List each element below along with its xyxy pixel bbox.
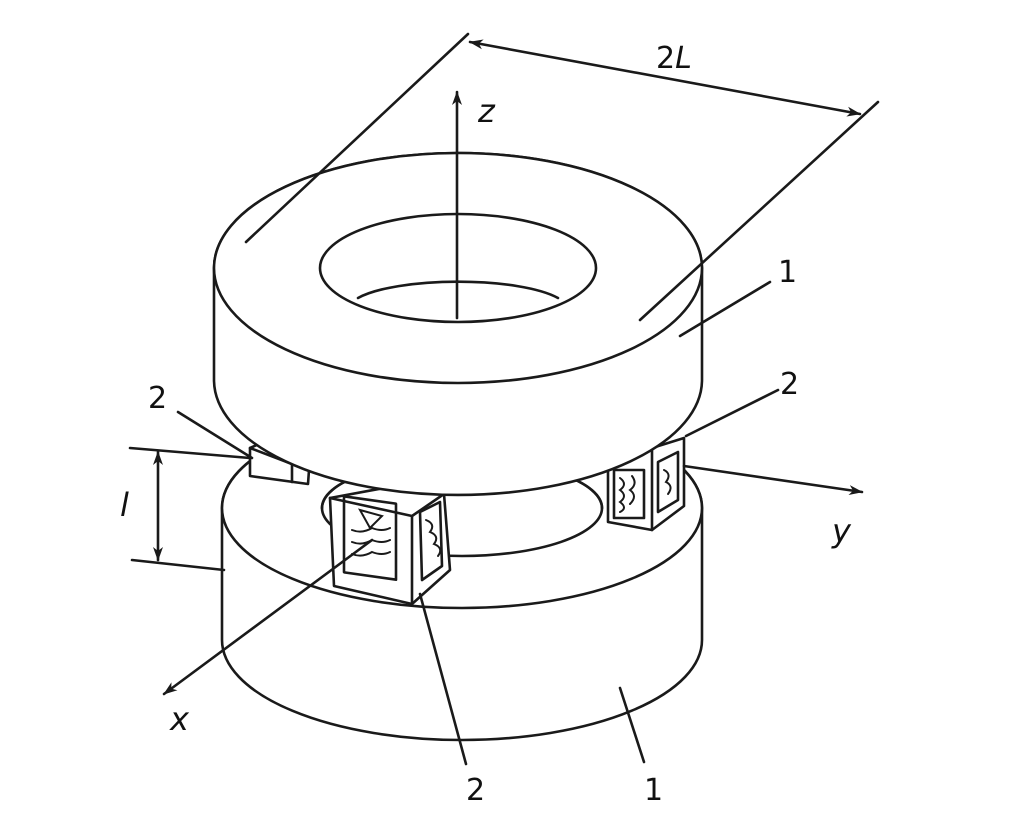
label-y: y (831, 512, 852, 550)
label-ring-top: 1 (778, 255, 797, 290)
dimension-2L (244, 32, 880, 322)
axes (162, 90, 864, 696)
label-sensor-left: 2 (148, 381, 167, 416)
y-axis (682, 464, 864, 496)
dimension-l (128, 446, 252, 572)
label-l: l (120, 486, 129, 524)
label-sensor-right: 2 (780, 367, 799, 402)
label-ring-bottom: 1 (644, 773, 663, 808)
sensor-front (328, 486, 452, 606)
label-2L: 2L (656, 41, 692, 76)
label-x: x (169, 700, 190, 738)
leaders (176, 280, 780, 766)
x-axis (162, 538, 374, 696)
label-z: z (477, 92, 496, 130)
label-sensor-front: 2 (466, 773, 485, 808)
